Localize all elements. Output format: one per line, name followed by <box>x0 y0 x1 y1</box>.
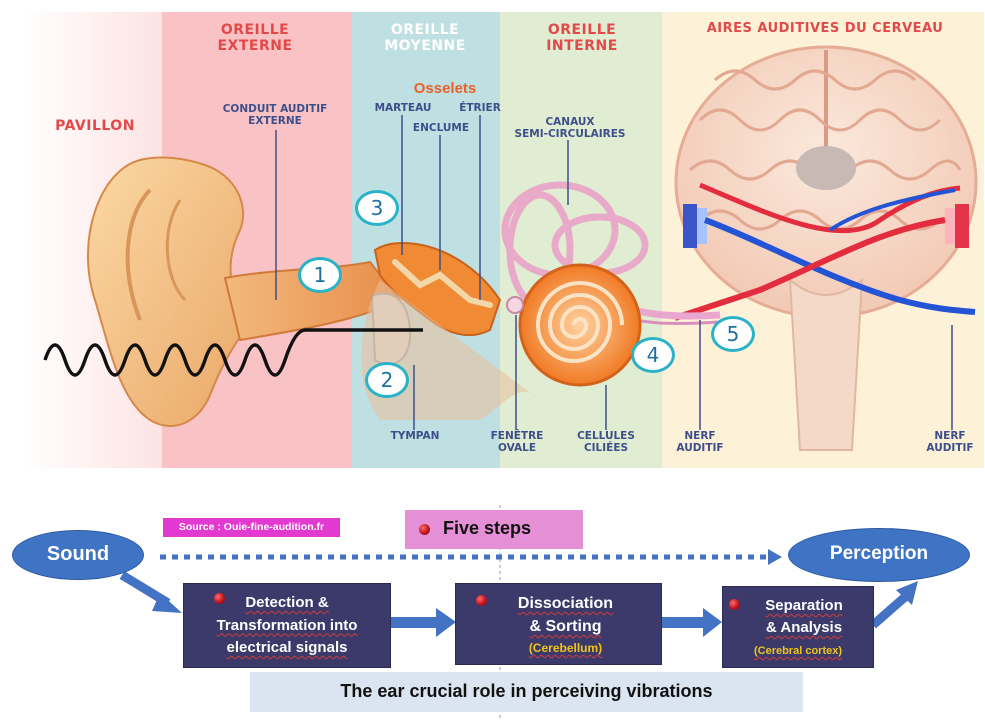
caption-text: The ear crucial role in perceiving vibra… <box>250 681 803 702</box>
step-box-dissociation: Dissociation & Sorting (Cerebellum) <box>455 583 662 665</box>
label-nerf-auditif-left: NERF AUDITIF <box>670 430 730 454</box>
five-steps-pill: Five steps <box>405 510 583 549</box>
step-sub-cerebral-cortex: (Cerebral cortex) <box>723 645 873 657</box>
step-box-detection: Detection & Transformation into electric… <box>183 583 391 668</box>
label-etrier: ÉTRIER <box>455 102 505 114</box>
source-tag: Source : Ouie-fine-audition.fr <box>163 518 340 537</box>
step-marker-5: 5 <box>711 316 755 352</box>
step-title-separation: Separation & Analysis <box>723 595 873 639</box>
label-fenetre-ovale: FENÊTRE OVALE <box>484 430 550 454</box>
caption-bar: The ear crucial role in perceiving vibra… <box>250 672 803 712</box>
zone-title-aires-auditives: AIRES AUDITIVES DU CERVEAU <box>668 22 982 37</box>
step-marker-3: 3 <box>355 190 399 226</box>
label-enclume: ENCLUME <box>404 122 478 134</box>
label-conduit-auditif: CONDUIT AUDITIF EXTERNE <box>205 103 345 127</box>
zone-title-oreille-externe: OREILLE EXTERNE <box>190 22 320 54</box>
label-canaux-semi-circulaires: CANAUX SEMI-CIRCULAIRES <box>500 116 640 140</box>
zone-title-oreille-interne: OREILLE INTERNE <box>512 22 652 54</box>
label-cellules-ciliees: CELLULES CILIÉES <box>566 430 646 454</box>
ear-anatomy-illustration <box>0 0 985 475</box>
label-marteau: MARTEAU <box>365 102 441 114</box>
zone-title-pavillon: PAVILLON <box>40 118 150 134</box>
cochlea <box>520 265 640 385</box>
zone-title-oreille-moyenne: OREILLE MOYENNE <box>355 22 495 54</box>
step-title-dissociation: Dissociation & Sorting <box>456 592 661 638</box>
step-box-separation: Separation & Analysis (Cerebral cortex) <box>722 586 874 668</box>
perception-label: Perception <box>830 543 928 564</box>
oval-window <box>507 297 523 313</box>
sound-ellipse: Sound <box>12 530 144 580</box>
step-sub-cerebellum: (Cerebellum) <box>456 641 661 655</box>
step-marker-4: 4 <box>631 337 675 373</box>
perception-ellipse: Perception <box>788 528 970 582</box>
label-osselets: Osselets <box>400 80 490 97</box>
step-marker-1: 1 <box>298 257 342 293</box>
sound-label: Sound <box>47 543 109 565</box>
label-nerf-auditif-right: NERF AUDITIF <box>918 430 982 454</box>
step-marker-2: 2 <box>365 362 409 398</box>
zone-interne-bg <box>500 12 662 468</box>
step-title-detection: Detection & Transformation into electric… <box>184 592 390 660</box>
five-steps-label: Five steps <box>443 518 531 539</box>
bullet-dot-icon <box>419 524 430 535</box>
label-tympan: TYMPAN <box>380 430 450 442</box>
